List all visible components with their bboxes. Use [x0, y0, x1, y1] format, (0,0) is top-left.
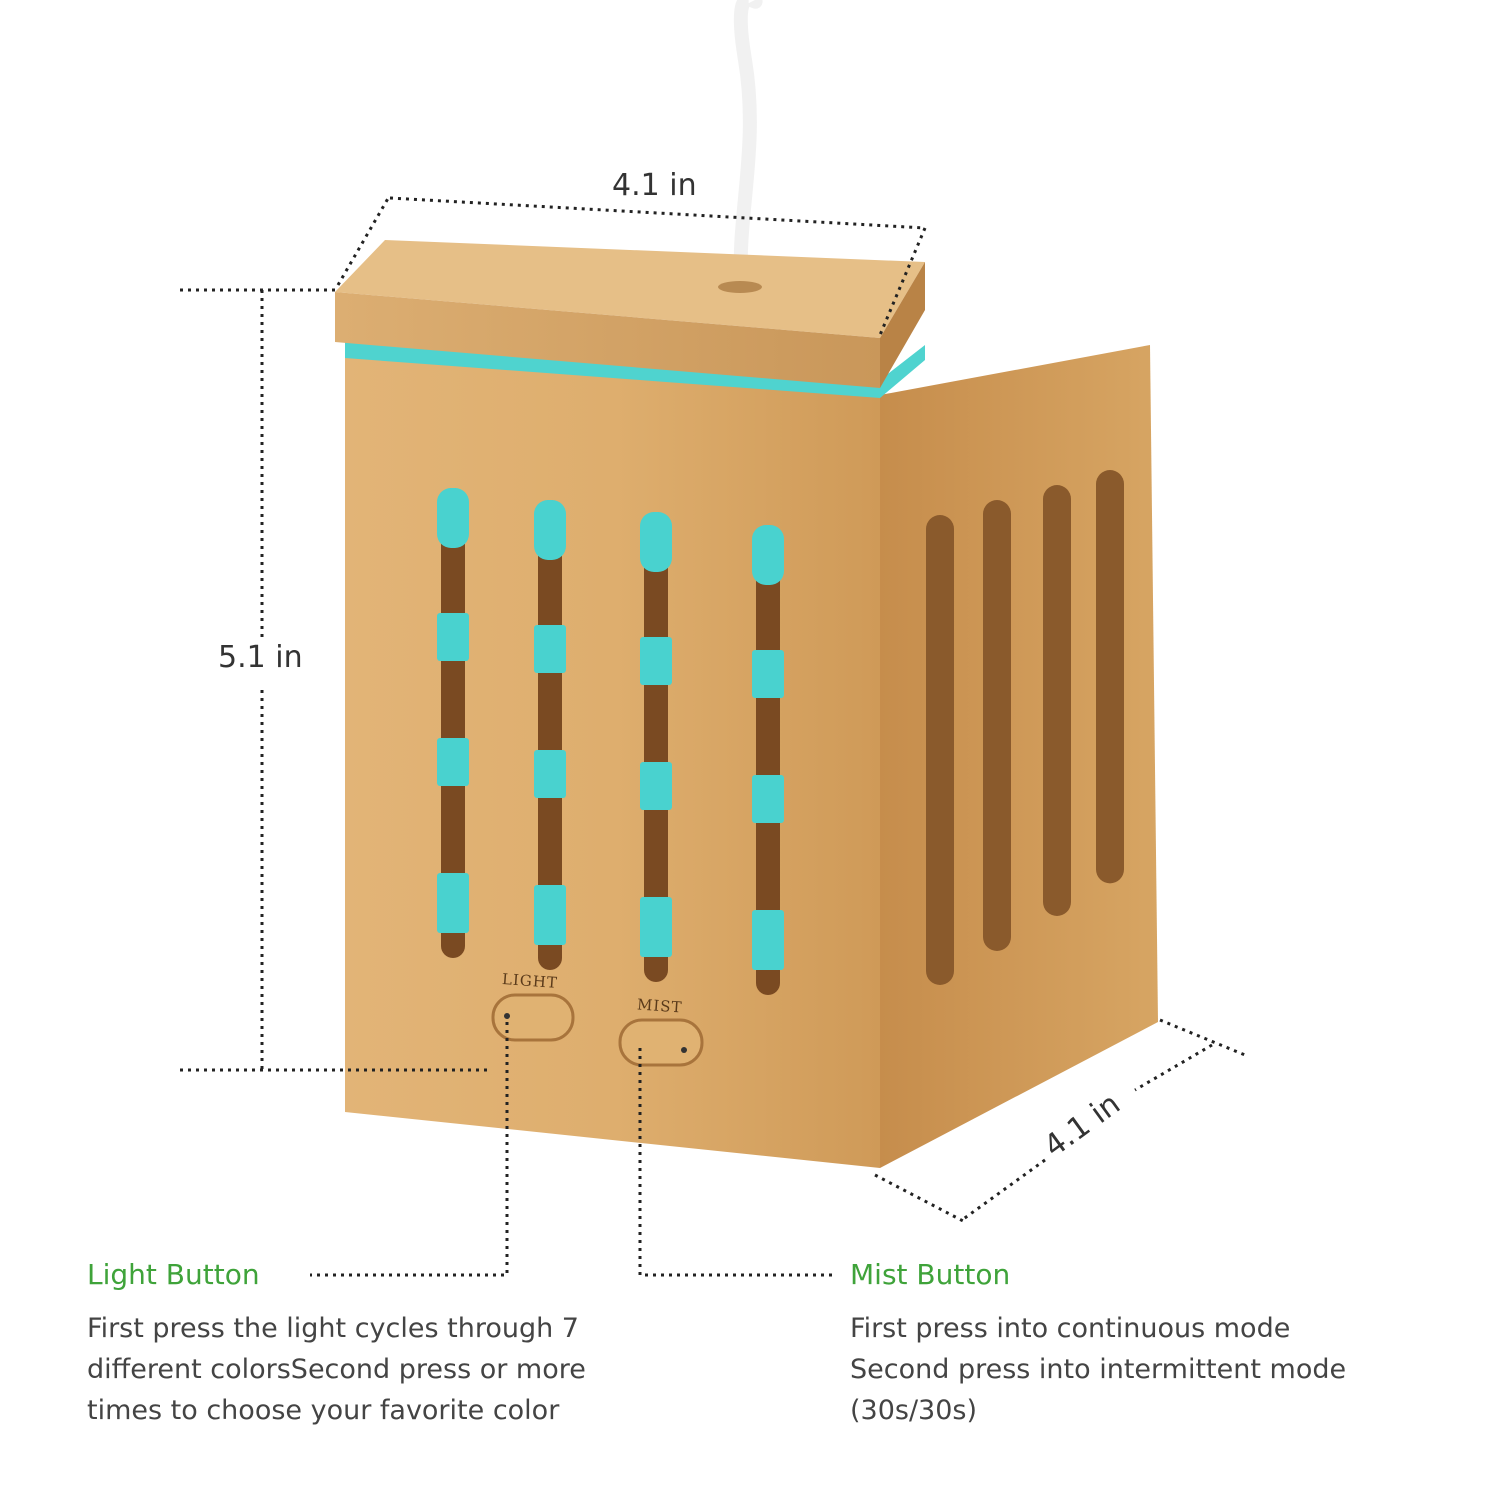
light-engraving: LIGHT — [501, 970, 559, 992]
height-dimension: 5.1 in — [218, 640, 303, 675]
slot — [756, 525, 780, 995]
led-window — [437, 738, 469, 786]
led-window — [752, 650, 784, 698]
description-line: (30s/30s) — [850, 1395, 978, 1426]
description-line: times to choose your favorite color — [87, 1395, 560, 1426]
led-window — [534, 625, 566, 673]
front-slots — [437, 488, 784, 995]
led-window — [534, 500, 566, 560]
lid-side — [880, 262, 925, 388]
slot — [538, 500, 562, 970]
front-face — [345, 355, 880, 1168]
led-window — [640, 512, 672, 572]
dimension-lines — [180, 194, 1246, 1277]
led-window — [437, 488, 469, 548]
mist-button-description: First press into continuous mode Second … — [850, 1308, 1346, 1431]
lid-front — [335, 292, 880, 388]
light-button — [491, 993, 575, 1042]
description-line: First press the light cycles through 7 — [87, 1313, 579, 1344]
side-slot — [1096, 470, 1124, 884]
light-button-title: Light Button — [87, 1258, 260, 1291]
description-line: different colorsSecond press or more — [87, 1354, 586, 1385]
slot — [441, 488, 465, 958]
led-window — [534, 885, 566, 945]
led-window — [640, 762, 672, 810]
side-slots — [926, 470, 1124, 985]
side-slot — [926, 515, 954, 985]
lid-top — [335, 240, 925, 338]
slot — [644, 512, 668, 982]
led-window — [437, 873, 469, 933]
description-line: Second press into intermittent mode — [850, 1354, 1347, 1385]
light-button-description: First press the light cycles through 7 d… — [87, 1308, 586, 1431]
led-window — [752, 525, 784, 585]
led-window — [640, 897, 672, 957]
mist-button-title: Mist Button — [850, 1258, 1011, 1291]
side-slot — [1043, 485, 1071, 916]
led-window — [437, 613, 469, 661]
mist-outlet — [718, 281, 762, 293]
led-window — [752, 775, 784, 823]
led-window — [640, 637, 672, 685]
led-window — [534, 750, 566, 798]
mist-engraving: MIST — [636, 995, 684, 1017]
mist-button — [618, 1018, 704, 1067]
description-line: First press into continuous mode — [850, 1313, 1291, 1344]
mist-vapor — [733, 0, 763, 291]
side-slot — [983, 500, 1011, 951]
led-window — [752, 910, 784, 970]
width-dimension: 4.1 in — [612, 168, 697, 203]
